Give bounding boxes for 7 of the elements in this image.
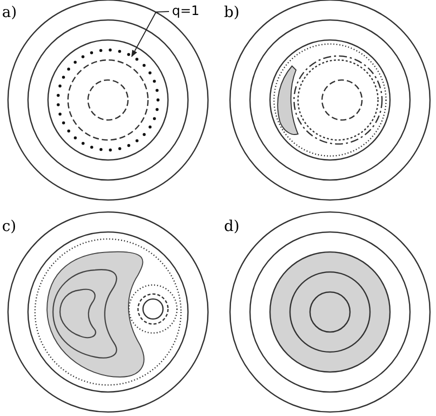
callout-text: q=1: [172, 4, 200, 19]
panel-label: d): [224, 218, 240, 235]
dotted-circle: [57, 49, 159, 151]
panel-label: c): [2, 218, 16, 235]
panel-label: b): [224, 4, 240, 21]
panel-label: a): [2, 4, 17, 21]
leader-line: [131, 11, 170, 58]
